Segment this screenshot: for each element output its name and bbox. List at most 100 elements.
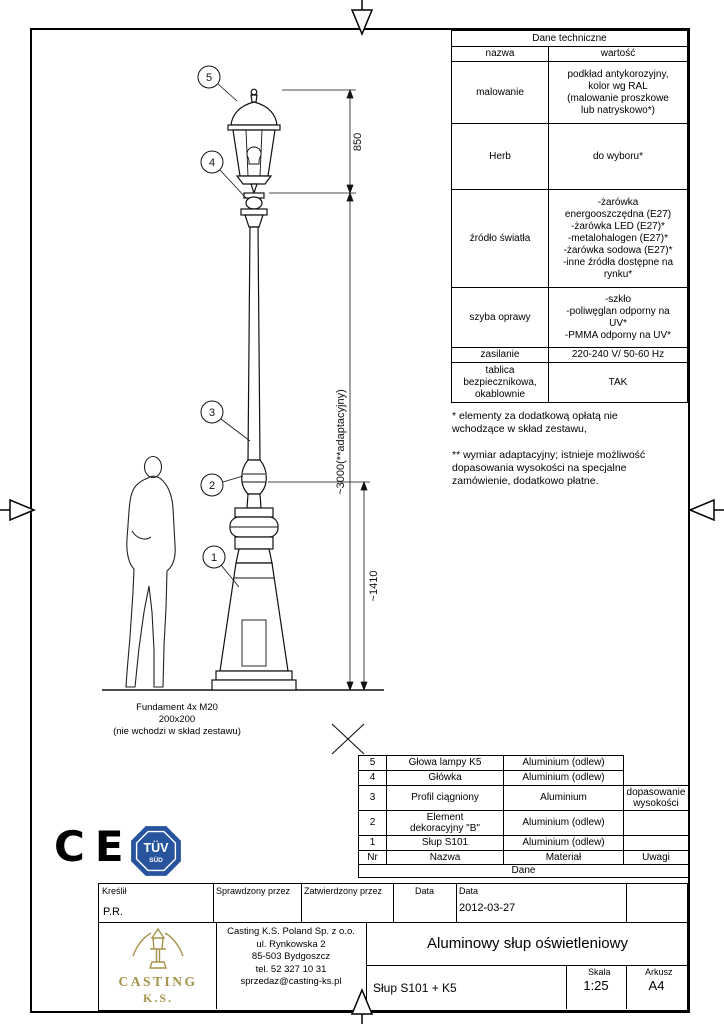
footnotes: * elementy za dodatkową opłatą nie wchod… [452, 410, 686, 488]
callout-3: 3 [200, 400, 251, 442]
part-notes [624, 771, 689, 786]
tech-row-value: -szkło -poliwęglan odporny na UV* -PMMA … [548, 287, 688, 348]
footnote-2: ** wymiar adaptacyjny; istnieje możliwoś… [452, 449, 646, 487]
pole-profile [247, 226, 261, 461]
part-nr: 2 [358, 810, 387, 836]
section-cross-mark [331, 723, 365, 755]
base-s101 [211, 507, 297, 691]
zatwierdzony-label: Zatwierdzony przez [304, 886, 383, 896]
tech-table-title: Dane techniczne [451, 30, 688, 47]
tech-row-value: TAK [548, 362, 688, 403]
bulb [246, 146, 262, 165]
tech-row-value: do wyboru* [548, 123, 688, 190]
skala-label: Skala [588, 967, 611, 977]
callout-4: 4 [200, 150, 247, 199]
parts-header-material: Materiał [503, 850, 624, 865]
part-material: Aluminium (odlew) [503, 810, 624, 836]
part-nr: 5 [358, 755, 387, 771]
part-notes [623, 810, 689, 836]
callouts: 5 4 3 2 [197, 65, 251, 588]
tuv-sub-text: SÜD [149, 855, 163, 864]
svg-text:5: 5 [206, 72, 212, 84]
part-notes [624, 756, 689, 771]
dimension-total-height: ~3000(**adaptacyjny) [335, 389, 347, 495]
parts-footer: Dane [358, 864, 689, 878]
part-name: Główka [386, 770, 504, 786]
tech-col-name: nazwa [451, 46, 549, 62]
callout-5: 5 [197, 65, 238, 102]
center-mark-left [0, 498, 36, 522]
human-figure [125, 455, 176, 688]
tech-row-value: -żarówka energooszczędna (E27) -żarówka … [548, 189, 688, 288]
part-material: Aluminium (odlew) [503, 770, 624, 786]
arkusz-label: Arkusz [645, 967, 673, 977]
lamp-drawing: 850 ~3000(**adaptacyjny) ~1410 5 4 [102, 65, 384, 755]
foundation-note: Fundament 4x M20 200x200 (nie wchodzi w … [113, 702, 241, 737]
part-material: Aluminium (odlew) [503, 755, 624, 771]
parts-footer-row: Dane [358, 864, 689, 878]
callout-1: 1 [202, 545, 240, 588]
tech-col-value: wartość [548, 46, 688, 62]
tech-row-name: źródło światła [451, 189, 549, 288]
part-notes [623, 835, 689, 851]
tuv-sud-logo: TÜV SÜD [131, 826, 181, 876]
glowka [240, 192, 268, 228]
tech-row-name: Herb [451, 123, 549, 190]
drawing-title: Aluminowy słup oświetleniowy [427, 935, 628, 952]
casting-ks-logo: CASTING K.S. [118, 927, 197, 1005]
tuv-text: TÜV [144, 840, 170, 855]
kreslil-label: Kreślił [102, 886, 127, 896]
parts-header-row: Nr Nazwa Materiał Uwagi [358, 850, 689, 865]
ce-mark: CE [54, 822, 134, 871]
part-nr: 3 [358, 785, 387, 811]
inspection-door [241, 619, 267, 667]
arkusz-value: A4 [648, 978, 665, 993]
parts-row: 3 Profil ciągniony Aluminium dopasowanie… [358, 785, 689, 811]
parts-header-notes: Uwagi [623, 850, 689, 865]
parts-header-nr: Nr [358, 850, 387, 865]
tech-row-name: tablica bezpiecznikowa, okablownie [451, 362, 549, 403]
part-material: Aluminium (odlew) [503, 835, 624, 851]
part-material: Aluminium [503, 785, 624, 811]
kreslil-value: P.R. [103, 906, 123, 918]
data-label: Data [459, 886, 479, 896]
lantern-roof [230, 101, 278, 126]
parts-row: 5 Głowa lampy K5 Aluminium (odlew) [358, 755, 689, 771]
sprawdzony-label: Sprawdzony przez [216, 886, 291, 896]
parts-list-table: 5 Głowa lampy K5 Aluminium (odlew) 4 Głó… [358, 755, 689, 878]
tech-row-value: podkład antykorozyjny, kolor wg RAL (mal… [548, 61, 688, 124]
skala-value: 1:25 [583, 978, 609, 993]
drawing-frame: 850 ~3000(**adaptacyjny) ~1410 5 4 [30, 28, 690, 1013]
svg-text:4: 4 [209, 157, 215, 169]
model-designation: Słup S101 + K5 [373, 980, 457, 995]
tech-row-name: zasilanie [451, 347, 549, 363]
parts-row: 2 Element dekoracyjny "B" Aluminium (odl… [358, 810, 689, 836]
parts-row: 1 Słup S101 Aluminium (odlew) [358, 835, 689, 851]
part-name: Element dekoracyjny "B" [386, 810, 504, 836]
parts-row: 4 Główka Aluminium (odlew) [358, 770, 689, 786]
part-notes: dopasowanie wysokości [623, 785, 689, 811]
decorative-element [241, 459, 267, 509]
part-nr: 4 [358, 770, 387, 786]
svg-text:1: 1 [211, 552, 217, 564]
part-name: Głowa lampy K5 [386, 755, 504, 771]
part-name: Słup S101 [386, 835, 504, 851]
title-block: Kreślił P.R. Sprawdzony przez Zatwierdzo… [98, 883, 688, 1011]
tech-row-value: 220-240 V/ 50-60 Hz [548, 347, 688, 363]
dimension-lantern-height: 850 [352, 133, 364, 151]
svg-text:3: 3 [209, 407, 215, 419]
dimension-base-height: ~1410 [368, 571, 380, 602]
tech-row-name: malowanie [451, 61, 549, 124]
footnote-1: * elementy za dodatkową opłatą nie wchod… [452, 410, 618, 435]
casting-lamp-icon [149, 927, 167, 969]
casting-name: CASTING [118, 974, 197, 989]
company-address: Casting K.S. Poland Sp. z o.o. ul. Rynko… [227, 926, 355, 987]
part-name: Profil ciągniony [386, 785, 504, 811]
data-small-label: Data [415, 886, 435, 896]
casting-suffix: K.S. [143, 991, 173, 1005]
part-nr: 1 [358, 835, 387, 851]
lamp-post [211, 88, 297, 691]
center-mark-right [688, 498, 724, 522]
data-value: 2012-03-27 [459, 902, 516, 914]
